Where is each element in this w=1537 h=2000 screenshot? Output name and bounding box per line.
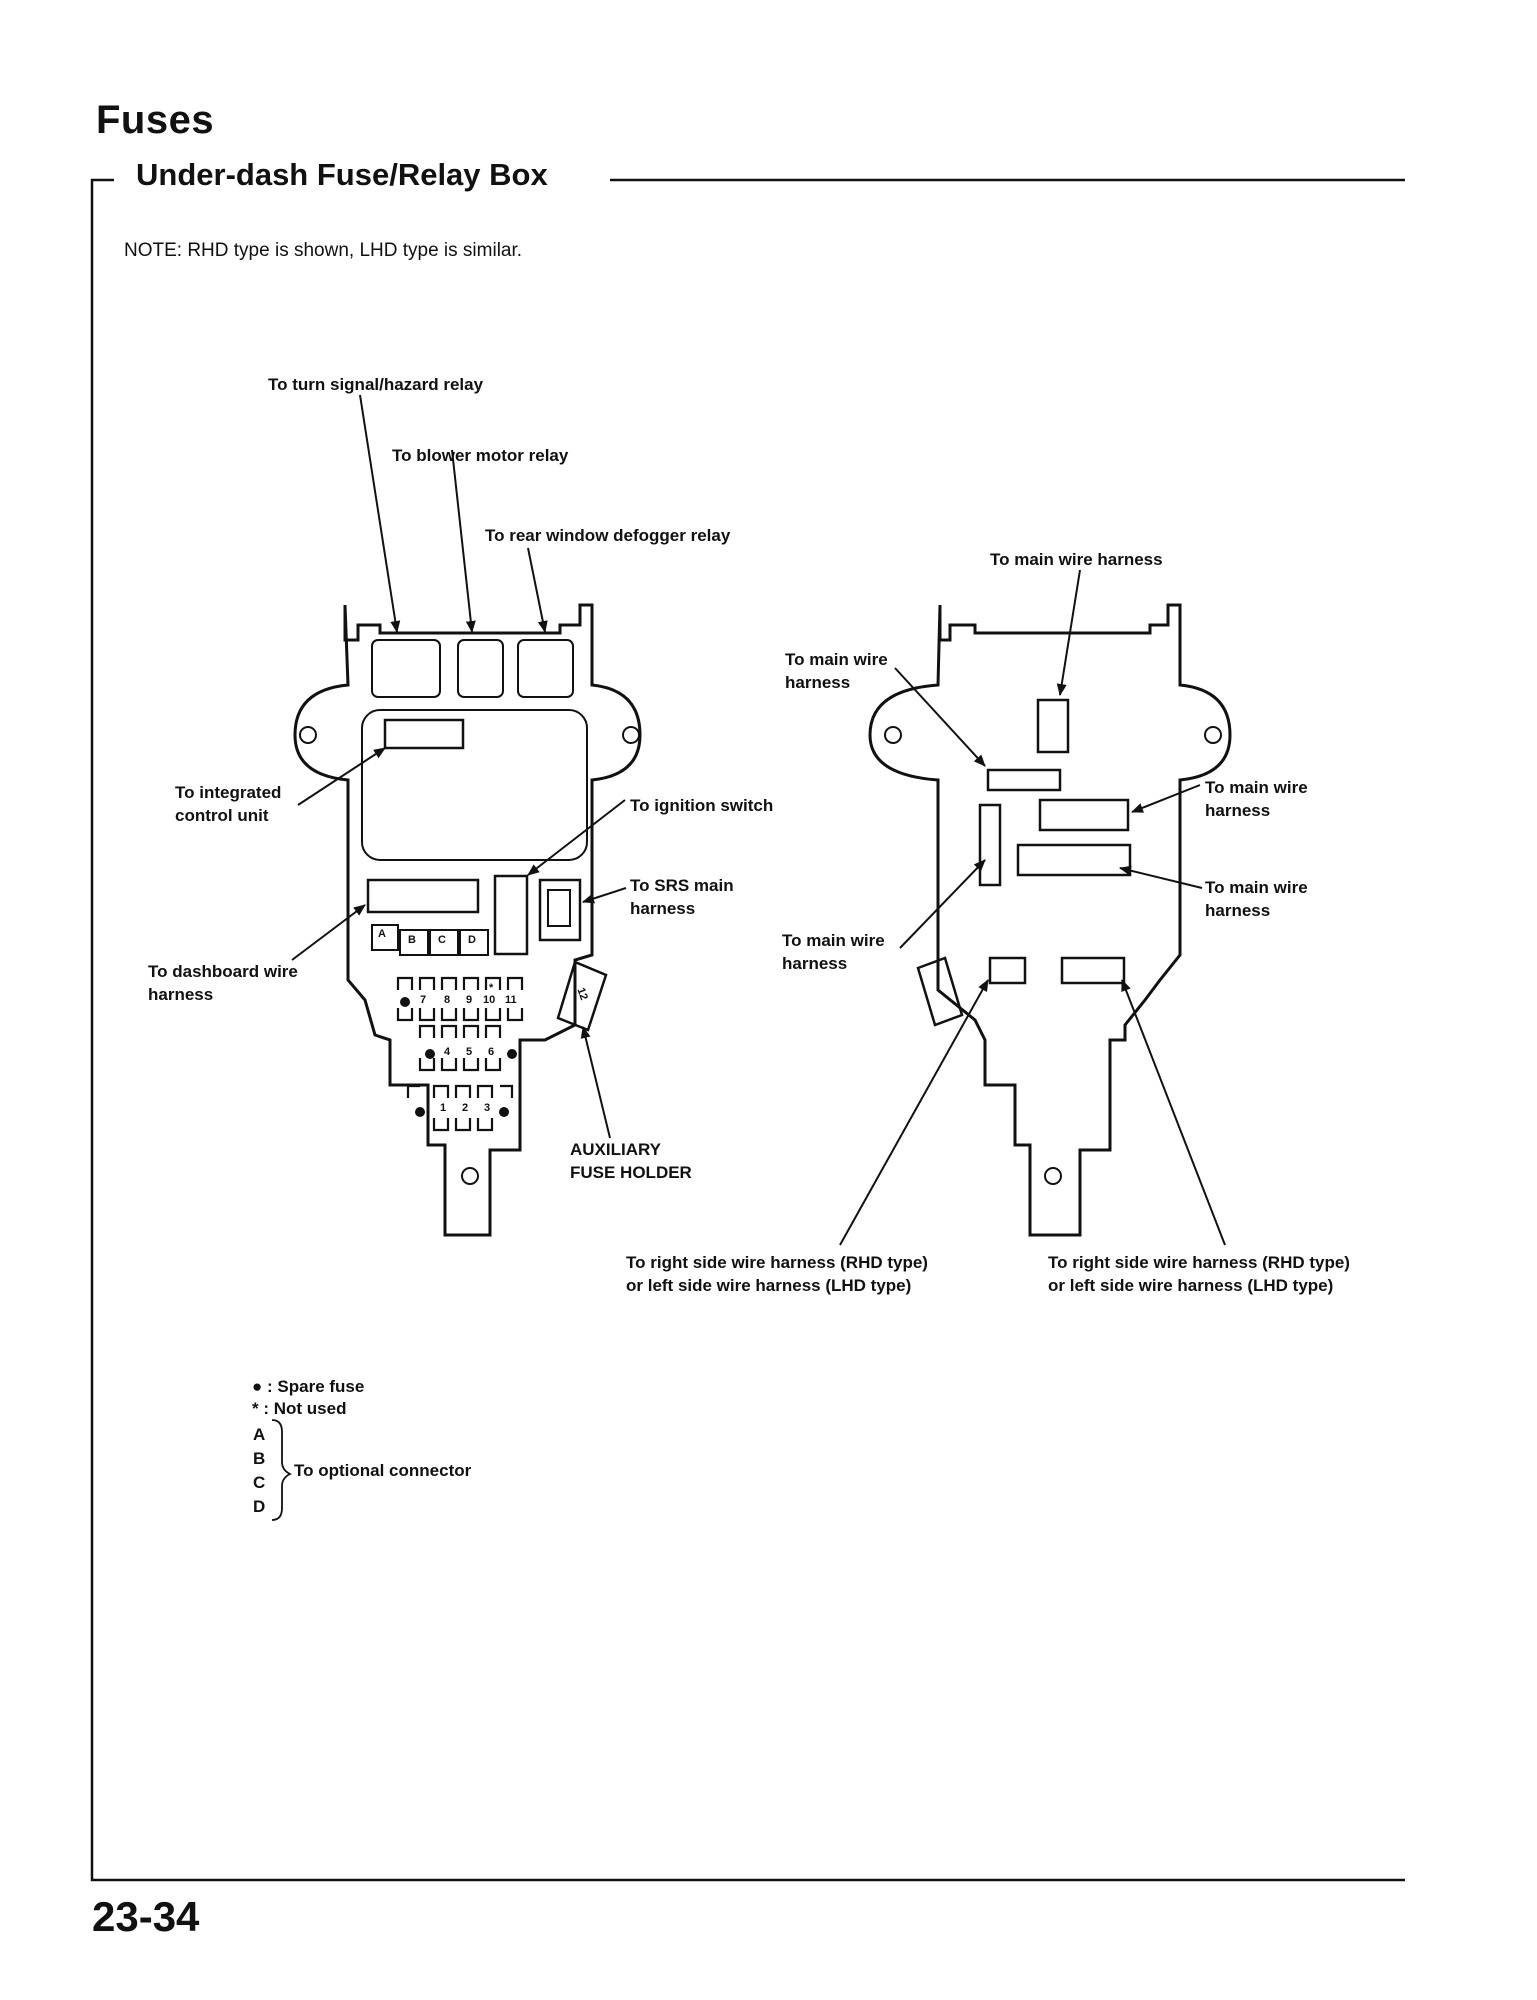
fuse-number-7: 7 [420, 994, 427, 1006]
fuse-slots-mid [418, 1024, 502, 1072]
callout-main-wire-harness-right-lower: To main wire harness [1205, 878, 1308, 920]
legend-optional-connector: To optional connector [294, 1461, 472, 1480]
rear-mount-hole-bottom [1044, 1167, 1062, 1185]
rear-mount-hole-right [1204, 726, 1222, 744]
ignition-connector [493, 874, 529, 956]
callout-srs-main-harness: To SRS main harness [630, 876, 734, 918]
rear-connector-bottom-right [1060, 956, 1126, 985]
rear-connector-top [1036, 698, 1070, 754]
icu-connector [383, 718, 465, 750]
fuse-number-2: 2 [462, 1102, 469, 1114]
rear-connector-bottom-left [988, 956, 1027, 985]
srs-connector [538, 878, 582, 942]
callout-right-side-wire-harness-1: To right side wire harness (RHD type) or… [626, 1253, 928, 1295]
callout-main-wire-harness-right-upper: To main wire harness [1205, 778, 1308, 820]
fuse-number-6: 6 [488, 1046, 495, 1058]
frame-left-bracket [90, 178, 1405, 1882]
fuse-number-4: 4 [444, 1046, 451, 1058]
fuse-number-8: 8 [444, 994, 451, 1006]
legend-spare-fuse: ● : Spare fuse [252, 1376, 364, 1398]
relay-socket-blower [457, 639, 504, 698]
rear-connector-right-lower [1016, 843, 1132, 877]
connector-letter-a: A [378, 928, 386, 940]
front-housing-outline [293, 603, 642, 1237]
page-title: Fuses [96, 98, 215, 142]
not-used-symbol: * [252, 1399, 259, 1418]
fuse-number-10: 10 [483, 994, 496, 1006]
fuse-slots-top [396, 976, 524, 1022]
connector-letter-b: B [408, 934, 416, 946]
rear-connector-upper-left [986, 768, 1062, 792]
callout-main-wire-harness-left-lower: To main wire harness [782, 931, 885, 973]
rear-mount-hole-left [884, 726, 902, 744]
fuse-number-1: 1 [440, 1102, 447, 1114]
relay-socket-turn-signal [371, 639, 441, 698]
dashboard-connector [366, 878, 480, 914]
callout-right-side-wire-harness-2: To right side wire harness (RHD type) or… [1048, 1253, 1350, 1295]
rear-side-block [916, 956, 964, 1027]
spare-fuse-markers [400, 997, 517, 1117]
rear-connector-vertical [978, 803, 1002, 887]
front-mount-hole-right [622, 726, 640, 744]
rear-connector-right-upper [1038, 798, 1130, 832]
fuse-slots-bottom [406, 1084, 514, 1132]
legend-not-used: * : Not used [252, 1398, 346, 1420]
optional-connectors [371, 924, 489, 956]
callout-auxiliary-fuse-holder: AUXILIARY FUSE HOLDER [570, 1140, 692, 1182]
callout-turn-signal-relay: To turn signal/hazard relay [268, 375, 484, 394]
callout-integrated-control-unit: To integrated control unit [175, 783, 282, 825]
callout-main-wire-harness-left-upper: To main wire harness [785, 650, 888, 692]
not-used-mark: * [489, 982, 494, 994]
relay-socket-defogger [517, 639, 574, 698]
not-used-label: : Not used [263, 1399, 347, 1418]
legend-letter-a: A [253, 1425, 266, 1444]
callout-blower-motor-relay: To blower motor relay [392, 446, 569, 465]
callout-main-wire-harness-top: To main wire harness [990, 550, 1163, 569]
legend-letter-b: B [253, 1449, 266, 1468]
fuse-number-5: 5 [466, 1046, 473, 1058]
section-title: Under-dash Fuse/Relay Box [136, 157, 548, 192]
fuse-number-11: 11 [505, 994, 517, 1006]
fuse-number-3: 3 [484, 1102, 491, 1114]
rear-housing-outline [868, 603, 1232, 1237]
connector-letter-d: D [468, 934, 476, 946]
fuse-number-9: 9 [466, 994, 473, 1006]
front-mount-hole-left [299, 726, 317, 744]
front-mount-hole-bottom [461, 1167, 479, 1185]
page-number: 23-34 [92, 1893, 200, 1940]
legend-brace [271, 1419, 293, 1521]
callout-rear-defogger-relay: To rear window defogger relay [485, 526, 731, 545]
legend-letter-d: D [253, 1497, 266, 1516]
callout-dashboard-wire-harness: To dashboard wire harness [148, 962, 298, 1004]
spare-fuse-label: : Spare fuse [267, 1377, 365, 1396]
callout-ignition-switch: To ignition switch [630, 796, 774, 815]
connector-letter-c: C [438, 934, 446, 946]
legend-letter-c: C [253, 1473, 266, 1492]
integrated-control-unit-area [361, 709, 588, 861]
note-text: NOTE: RHD type is shown, LHD type is sim… [124, 240, 523, 261]
spare-fuse-symbol: ● [252, 1377, 263, 1396]
